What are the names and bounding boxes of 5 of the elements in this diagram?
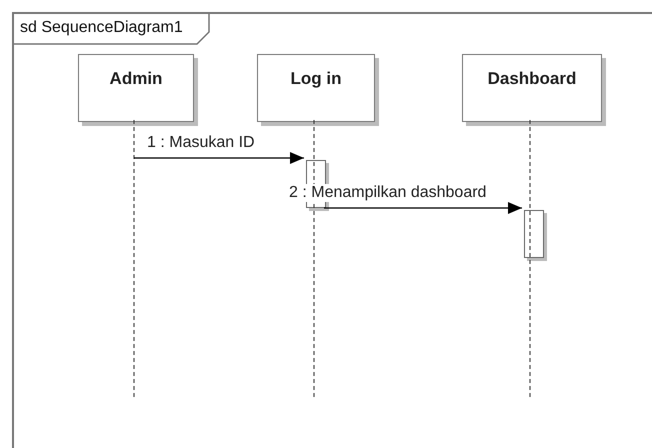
message-label: 2 : Menampilkan dashboard: [288, 184, 488, 202]
activation-bar: [524, 210, 544, 258]
message-arrow: [134, 152, 304, 164]
message-arrow: [324, 202, 522, 214]
frame: [12, 12, 652, 448]
